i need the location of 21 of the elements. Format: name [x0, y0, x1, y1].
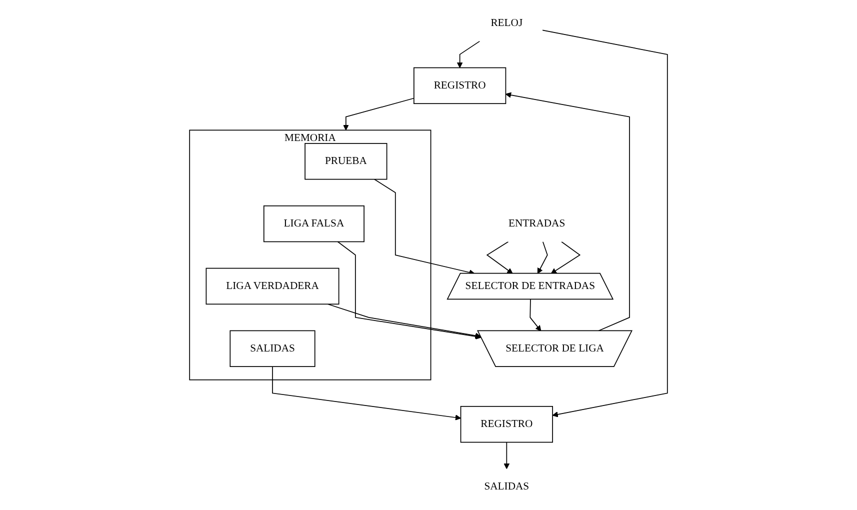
arrow	[456, 40, 480, 68]
node-box: REGISTRO	[460, 406, 553, 443]
arrow	[550, 241, 581, 274]
arrow	[537, 241, 548, 274]
arrow	[486, 241, 513, 274]
node-box: LIGA VERDADERA	[206, 268, 340, 305]
node-box: SALIDAS	[230, 330, 316, 367]
node-text: SALIDAS	[484, 480, 530, 492]
arrow	[337, 241, 482, 340]
node-text: ENTRADAS	[508, 218, 566, 230]
arrow	[272, 366, 462, 420]
node-box: PRUEBA	[304, 143, 388, 180]
node-text: RELOJ	[490, 17, 523, 29]
arrow	[504, 442, 510, 470]
arrow	[343, 98, 414, 130]
arrow	[542, 30, 668, 418]
node-box: REGISTRO	[413, 67, 506, 104]
node-box: LIGA FALSA	[263, 205, 364, 242]
arrow	[530, 299, 542, 332]
arrow	[505, 92, 630, 332]
arrow	[327, 304, 481, 338]
